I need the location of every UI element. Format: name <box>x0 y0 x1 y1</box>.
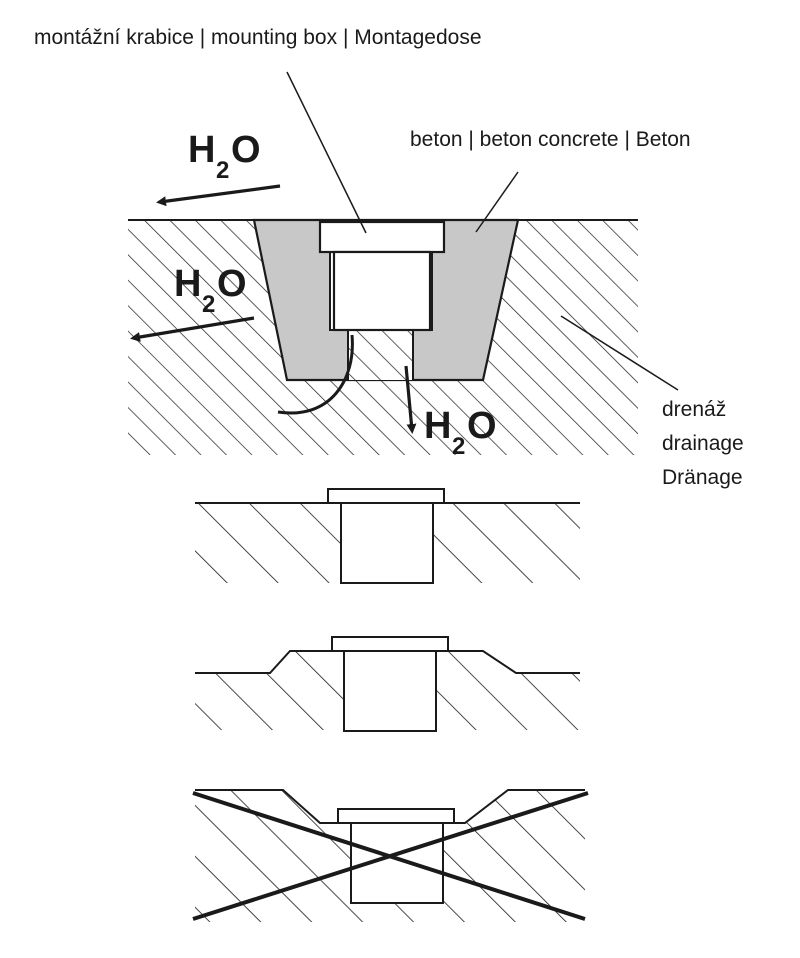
mounting-box-body <box>332 250 432 332</box>
slot-hatch <box>348 330 413 380</box>
label-drainage-de: Dränage <box>662 466 743 489</box>
variant-flush <box>195 488 580 584</box>
svg-text:O: O <box>467 405 497 447</box>
water-label-surface: H 2 O <box>188 129 261 184</box>
svg-text:2: 2 <box>202 291 215 318</box>
variant-recessed-box-lid <box>337 808 455 824</box>
svg-text:O: O <box>217 263 247 305</box>
water-label-drain: H 2 O <box>424 405 497 460</box>
svg-text:H: H <box>188 129 215 171</box>
leader-drainage <box>560 315 679 391</box>
mounting-box-lid <box>318 220 446 254</box>
svg-text:O: O <box>231 129 261 171</box>
svg-text:H: H <box>174 263 201 305</box>
label-mounting-box: montážní krabice | mounting box | Montag… <box>34 26 482 49</box>
cross-out-line-2 <box>192 791 589 921</box>
label-drainage-en: drainage <box>662 432 744 455</box>
main-section: montážní krabice | mounting box | Montag… <box>34 26 744 489</box>
water-label-side: H 2 O <box>174 263 247 318</box>
svg-text:2: 2 <box>452 433 465 460</box>
variant-flush-box-lid <box>327 488 445 504</box>
label-concrete: beton | beton concrete | Beton <box>410 128 691 151</box>
water-arrow-surface <box>156 184 281 207</box>
water-arrow-side <box>130 316 255 342</box>
svg-text:2: 2 <box>216 157 229 184</box>
leader-mounting-box <box>286 71 367 234</box>
variant-raised <box>195 636 580 732</box>
label-drainage-cz: drenáž <box>662 398 726 421</box>
variant-recessed-wrong <box>192 789 589 922</box>
variant-raised-box-body <box>343 650 437 732</box>
water-arrow-down <box>404 365 417 434</box>
cable <box>277 334 354 415</box>
variant-flush-box-body <box>340 502 434 584</box>
leader-concrete <box>475 171 519 233</box>
svg-text:H: H <box>424 405 451 447</box>
variant-raised-box-lid <box>331 636 449 652</box>
